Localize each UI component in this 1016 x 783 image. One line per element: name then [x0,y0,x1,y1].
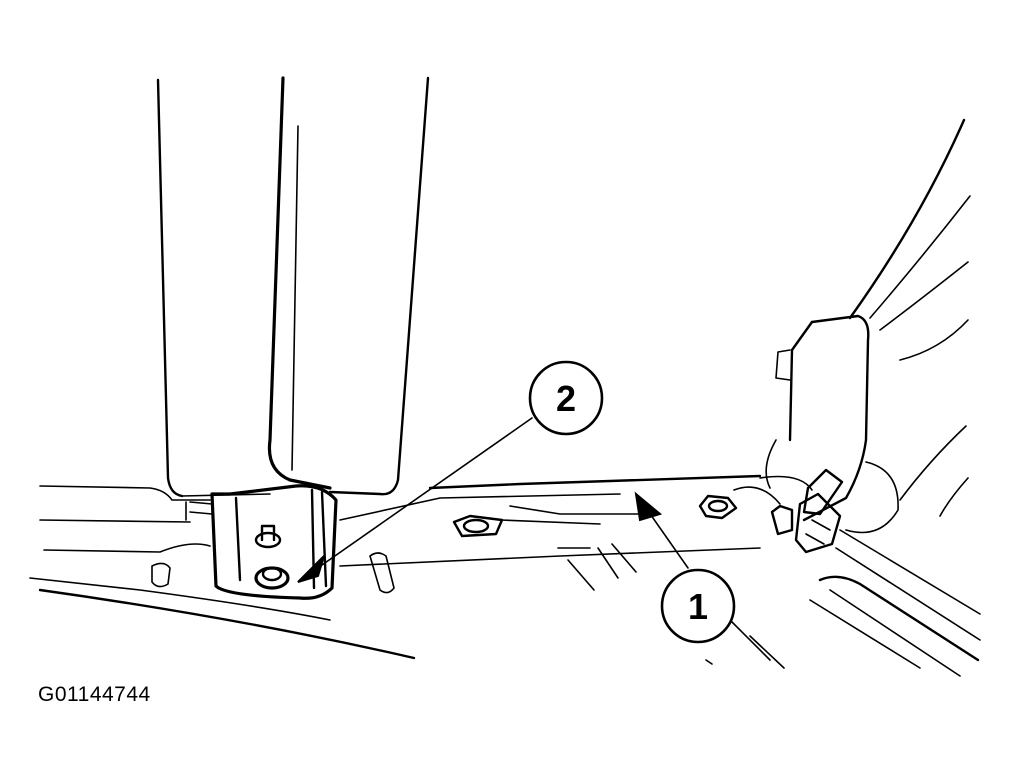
leader-arrow-1 [634,491,689,569]
callout-2: 2 [528,360,604,436]
leader-arrow-2 [297,417,533,583]
figure-code: G01144744 [38,683,151,706]
pillar [156,76,430,498]
left-bracket [185,484,338,600]
callout-2-label: 2 [556,378,576,419]
center-anchor [452,514,504,538]
callout-1: 1 [660,568,736,644]
right-trim [698,118,981,677]
callout-1-label: 1 [688,586,708,627]
